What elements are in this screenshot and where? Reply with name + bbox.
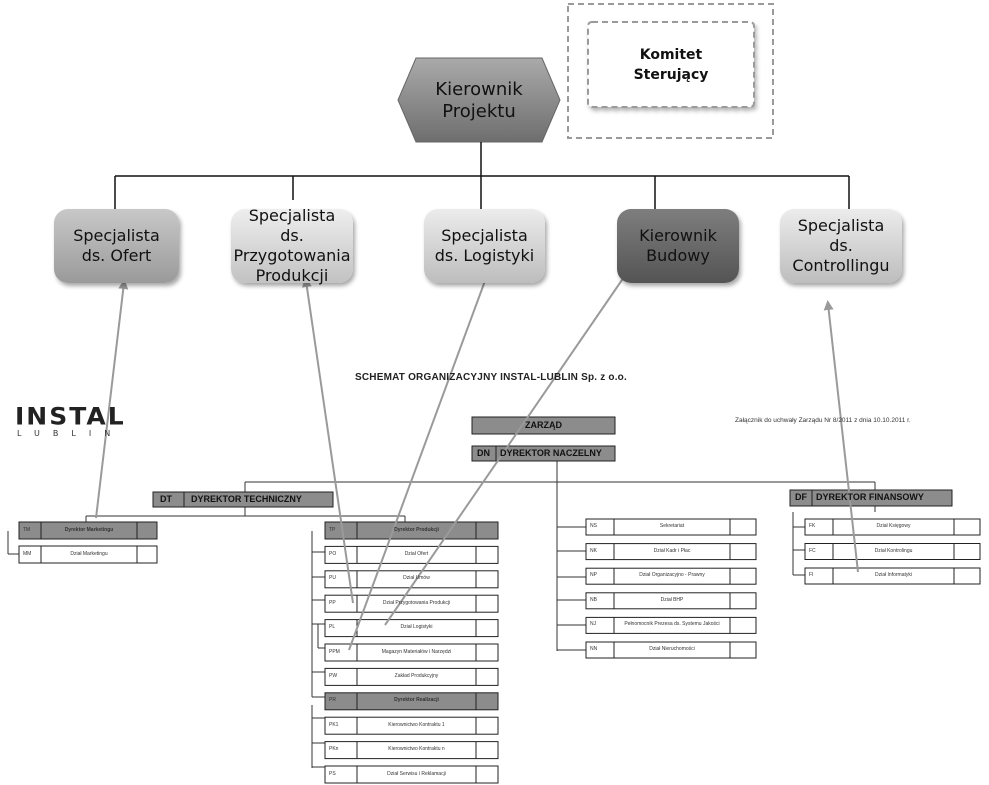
unit-code: PS — [329, 770, 336, 777]
unit-box-ppm — [324, 643, 499, 662]
df-label: DYREKTOR FINANSOWY — [816, 492, 924, 502]
unit-box-ns — [585, 518, 757, 536]
unit-box-ps — [324, 765, 499, 784]
unit-code: NS — [590, 523, 597, 529]
arrow-ctrl — [823, 300, 859, 573]
unit-name: Kierownictwo Kontraktu 1 — [388, 721, 445, 728]
dt-code: DT — [160, 494, 172, 504]
unit-code: NJ — [590, 621, 597, 628]
unit-name: Dział Ofert — [404, 550, 429, 557]
unit-box-nb — [585, 592, 757, 610]
unit-name: Kierownictwo Kontraktu n — [388, 746, 445, 753]
dn-code: DN — [477, 448, 490, 458]
unit-name: Sekretariat — [659, 523, 685, 529]
unit-box-mm — [18, 545, 158, 564]
unit-code: TP — [329, 526, 336, 533]
kierownik-projektu-hexagon — [397, 57, 561, 143]
unit-name: Dział Organizacyjno - Prawny — [639, 572, 705, 579]
unit-code: PL — [329, 624, 336, 631]
unit-box-pl — [324, 619, 499, 638]
unit-name: Dział Umów — [403, 575, 430, 582]
unit-box-pk1 — [324, 716, 499, 735]
unit-code: PPM — [329, 648, 340, 655]
unit-box-fi — [804, 567, 981, 585]
unit-box-fk — [804, 518, 981, 536]
unit-code: PO — [329, 550, 337, 557]
df-code: DF — [795, 492, 807, 502]
role-specjalista-ofert: Specjalista ds. Ofert — [54, 209, 179, 283]
arrow-bud — [384, 257, 638, 626]
unit-code: MM — [23, 550, 32, 557]
unit-box-np — [585, 567, 757, 585]
komitet-inner-frame — [587, 21, 755, 108]
role-specjalista-przygotowania-produkcji: Specjalista ds. Przygotowania Produkcji — [231, 206, 353, 285]
unit-code: PP — [329, 599, 336, 606]
komitet-outer-frame — [567, 3, 774, 139]
scheme-annex-note: Załącznik do uchwały Zarządu Nr 8/2011 z… — [735, 417, 911, 424]
unit-box-tm — [18, 521, 158, 540]
unit-name: Dyrektor Produkcji — [394, 526, 439, 533]
role-specjalista-controllingu: Specjalista ds. Controllingu — [780, 209, 902, 283]
unit-name: Dział Informatyki — [875, 572, 912, 578]
unit-box-pw — [324, 667, 499, 686]
arrow-ofert — [95, 279, 129, 519]
unit-code: NK — [590, 547, 597, 554]
zarzad-box — [471, 416, 616, 435]
top-tree-connectors — [114, 142, 850, 209]
dt-label: DYREKTOR TECHNICZNY — [191, 494, 302, 504]
unit-code: PU — [329, 575, 336, 582]
dn-box — [471, 445, 616, 462]
unit-name: Dział Nieruchomości — [649, 646, 695, 652]
unit-box-po — [324, 545, 499, 564]
unit-name: Dział Kadr i Płac — [653, 547, 691, 554]
unit-name: Dyrektor Marketingu — [64, 526, 114, 533]
unit-code: NP — [590, 572, 597, 579]
unit-name: Pełnomocnik Prezesa ds. Systemu Jakości — [624, 621, 720, 628]
dt-box — [152, 491, 334, 508]
unit-code: FC — [809, 547, 816, 554]
unit-code: PKn — [329, 746, 339, 753]
unit-name: Dział Przygotowania Produkcji — [382, 599, 451, 606]
komitet-sterujacy-label: Komitet Sterujący — [633, 46, 709, 83]
unit-box-pkn — [324, 741, 499, 760]
arrow-prod — [301, 277, 354, 604]
unit-box-pr — [324, 692, 499, 711]
scheme-title: SCHEMAT ORGANIZACYJNY INSTAL-LUBLIN Sp. … — [355, 372, 627, 383]
zarzad-label: ZARZĄD — [525, 420, 562, 430]
dn-label: DYREKTOR NACZELNY — [500, 448, 602, 458]
unit-name: Dział Księgowy — [876, 523, 911, 529]
unit-name: Dział BHP — [660, 596, 684, 603]
unit-code: FI — [809, 572, 814, 578]
unit-name: Dział Marketingu — [70, 550, 108, 557]
role-specjalista-logistyki: Specjalista ds. Logistyki — [424, 209, 545, 283]
instal-logo: INSTAL — [15, 402, 126, 431]
unit-code: NB — [590, 596, 597, 603]
unit-name: Dział Logistyki — [400, 624, 433, 631]
unit-box-fc — [804, 543, 981, 560]
unit-code: NN — [590, 646, 598, 652]
unit-name: Magazyn Materiałów i Narzędzi — [381, 648, 452, 655]
scheme-boxes — [18, 518, 981, 784]
unit-box-nj — [585, 616, 757, 634]
unit-code: TM — [23, 526, 31, 533]
unit-name: Dział Kontrolingu — [874, 547, 913, 554]
unit-code: PR — [329, 697, 336, 704]
unit-box-tp — [324, 521, 499, 540]
kierownik-projektu-label: Kierownik Projektu — [435, 79, 523, 122]
instal-logo-sub: LUBLIN — [17, 429, 124, 438]
unit-name: Zakład Produkcyjny — [394, 672, 439, 679]
unit-name: Dział Serwisu i Reklamacji — [387, 770, 446, 777]
df-box — [789, 489, 953, 507]
unit-name: Dyrektor Realizacji — [394, 697, 439, 704]
role-kierownik-budowy: Kierownik Budowy — [617, 209, 739, 283]
unit-box-nn — [585, 641, 757, 659]
unit-code: PK1 — [329, 721, 339, 728]
unit-box-nk — [585, 543, 757, 561]
arrow-log — [348, 266, 492, 651]
unit-code: PW — [329, 672, 338, 679]
mapping-arrows — [95, 257, 859, 651]
unit-code: FK — [809, 523, 816, 529]
